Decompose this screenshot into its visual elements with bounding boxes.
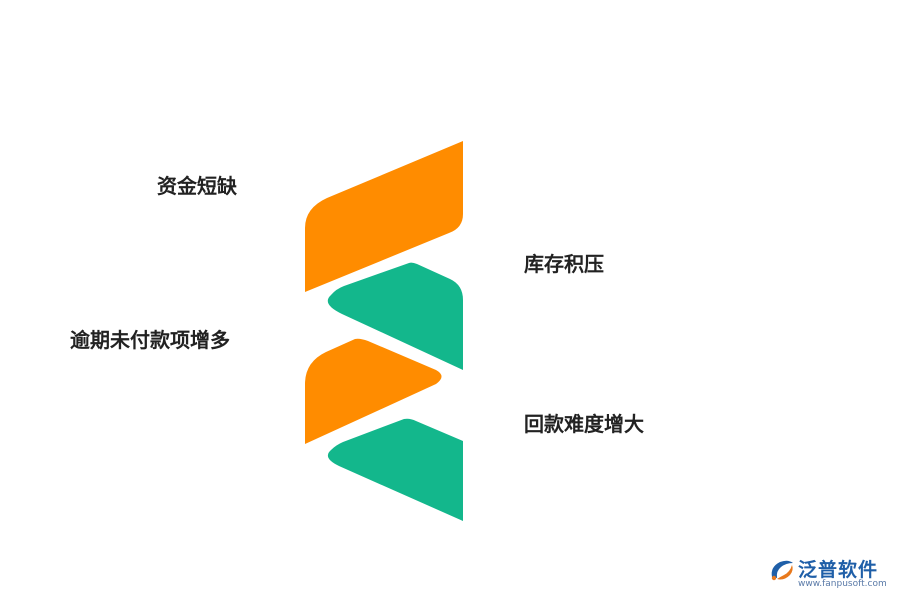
diagram-block-3 <box>305 338 442 444</box>
diagram-block-1 <box>305 141 463 292</box>
diagram-block-4 <box>327 418 463 521</box>
logo-brand-name: 泛普软件 <box>798 559 879 581</box>
fanpu-logo-icon <box>771 560 793 581</box>
logo-url: www.fanpusoft.com <box>798 579 887 589</box>
label-overdue-payments: 逾期未付款项增多 <box>70 328 230 352</box>
label-inventory-backlog: 库存积压 <box>524 252 604 276</box>
label-collection-difficulty: 回款难度增大 <box>524 412 644 436</box>
brand-logo: 泛普软件 www.fanpusoft.com <box>768 553 893 593</box>
label-funds-shortage: 资金短缺 <box>157 174 237 198</box>
diagram-block-2 <box>327 262 463 370</box>
